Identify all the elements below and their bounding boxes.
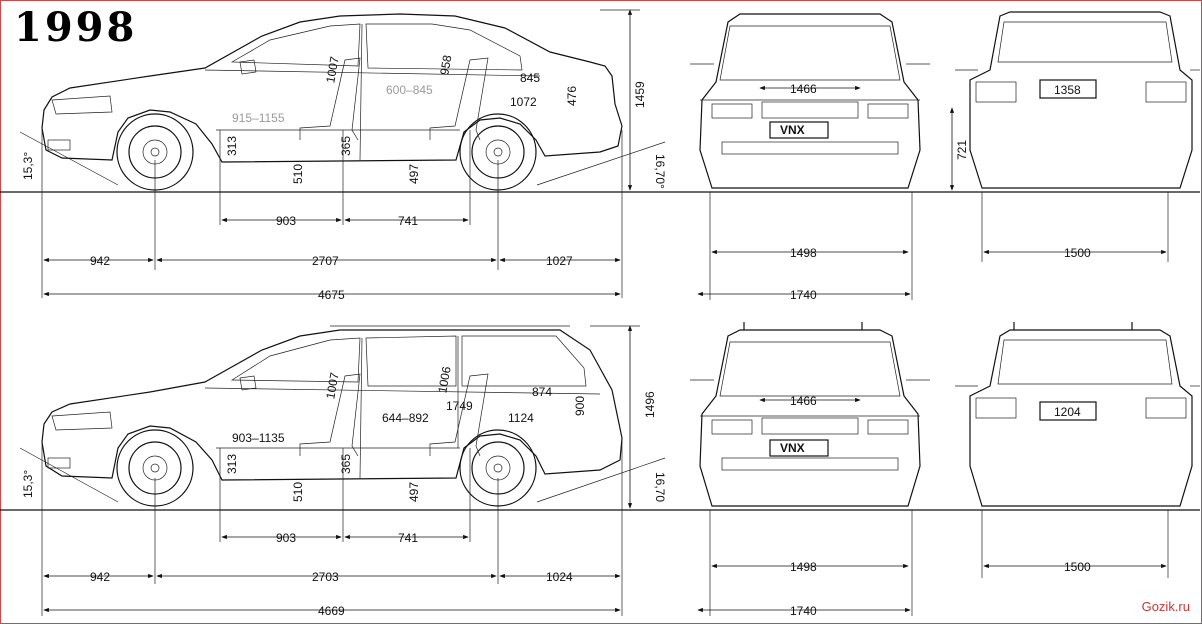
wagon-rear-left-lamp [975, 397, 1017, 419]
wagon-seat-height-front: 313 [225, 454, 239, 474]
sedan-trunk-width: 845 [520, 71, 540, 85]
sedan-front-seat [299, 57, 361, 141]
sedan-approach-angle: 15,3° [21, 152, 35, 180]
sedan-rear-view: 1358 721 1500 [949, 11, 1200, 262]
sedan-rear-track-inner: 1358 [1054, 83, 1081, 97]
wagon-rear-window [365, 335, 457, 387]
wagon-front-seat [299, 373, 361, 457]
wagon-front-overhang: 942 [90, 570, 110, 584]
sedan-rear-height: 721 [955, 140, 969, 160]
wagon-front-view: VNX 1466 1498 1740 [690, 322, 930, 618]
sedan-plate-text: VNX [780, 123, 805, 137]
wagon-floor-rear: 497 [407, 482, 421, 502]
wagon-rear-plate [1039, 401, 1097, 421]
sedan-front-view: VNX 1466 1498 1740 [690, 13, 930, 302]
wagon-foglight [47, 457, 71, 469]
sedan-seat-height-rear: 365 [339, 136, 353, 156]
sedan-body-outline [41, 13, 623, 163]
wagon-headlight [51, 411, 113, 431]
wagon-rear-right-lamp [1145, 397, 1187, 419]
sedan-rear-legroom: 741 [398, 214, 418, 228]
sedan-foglight [47, 139, 71, 151]
sedan-rear-seat [429, 57, 489, 141]
sedan-front-seat-adjust: 915–1155 [232, 111, 285, 125]
wagon-front-plate [769, 439, 829, 457]
sedan-floor-rear: 497 [407, 164, 421, 184]
sedan-floor-front: 510 [291, 164, 305, 184]
wagon-cargo-height: 900 [573, 396, 587, 416]
wagon-rear-knee: 644–892 [382, 411, 429, 425]
sedan-seat-height-front: 313 [225, 136, 239, 156]
wagon-cargo-width: 874 [532, 385, 552, 399]
wagon-front-headroom: 1007 [323, 371, 341, 400]
wagon-cargo-window [461, 335, 587, 387]
sedan-rear-overhang: 1027 [546, 254, 573, 268]
sedan-front-plate [769, 121, 829, 139]
sedan-trunk-height: 476 [565, 86, 579, 106]
sedan-width: 1740 [790, 288, 817, 302]
watermark-text: Gozik.ru [1141, 599, 1190, 614]
sedan-length: 4675 [318, 288, 345, 302]
wagon-rear-track-lower: 1500 [1064, 560, 1091, 574]
wagon-body-outline [41, 329, 623, 481]
sedan-rear-window [365, 23, 523, 71]
sedan-front-track: 1466 [790, 82, 817, 96]
wagon-side-view: 1496 903 741 942 2703 1024 4669 15,3° 16… [0, 325, 1200, 618]
wagon-front-track: 1466 [790, 394, 817, 408]
sedan-rear-knee: 600–845 [386, 83, 433, 97]
sedan-wheelbase: 2707 [312, 254, 339, 268]
wagon-front-window [230, 337, 361, 383]
sedan-rear-track-lower: 1500 [1064, 246, 1091, 260]
sedan-front-left-lamp [711, 103, 753, 119]
wagon-cargo-length-full: 1749 [446, 399, 473, 413]
year-title: 1998 [14, 4, 138, 51]
sedan-rear-headroom: 958 [437, 54, 454, 76]
sedan-departure-angle: 16,70° [653, 154, 667, 189]
wagon-front-track-lower: 1498 [790, 560, 817, 574]
sedan-front-legroom: 903 [276, 214, 296, 228]
sedan-front-overhang: 942 [90, 254, 110, 268]
wagon-rear-legroom: 741 [398, 531, 418, 545]
wagon-seat-height-rear: 365 [339, 454, 353, 474]
wagon-departure-angle: 16,70 [653, 472, 667, 502]
wagon-rear-headroom: 1006 [435, 365, 453, 394]
wagon-front-right-lamp [867, 419, 909, 435]
wagon-rear-view: 1204 1500 [955, 322, 1200, 578]
sedan-rear-left-lamp [975, 81, 1017, 103]
sedan-headlight [51, 95, 113, 115]
wagon-cargo-length-rear: 1124 [508, 411, 534, 425]
wagon-height-label: 1496 [643, 391, 657, 418]
sedan-front-track-lower: 1498 [790, 246, 817, 260]
sedan-front-headroom: 1007 [323, 55, 341, 84]
wagon-front-legroom: 903 [276, 531, 296, 545]
wagon-length: 4669 [318, 604, 345, 618]
wagon-mirror [239, 375, 257, 391]
sedan-trunk-length: 1072 [510, 95, 537, 109]
wagon-plate-text: VNX [780, 441, 805, 455]
wagon-width: 1740 [790, 604, 817, 618]
wagon-rear-track-inner: 1204 [1054, 405, 1081, 419]
wagon-rear-seat [429, 373, 489, 457]
wagon-front-seat-adjust: 903–1135 [232, 431, 285, 445]
sedan-rear-right-lamp [1145, 81, 1187, 103]
sedan-side-view: 1459 903 741 942 2707 1027 4675 15,3° 16… [0, 9, 1200, 302]
sedan-height-label: 1459 [633, 81, 647, 108]
wagon-approach-angle: 15,3° [21, 470, 35, 498]
wagon-rear-overhang: 1024 [546, 570, 573, 584]
wagon-front-left-lamp [711, 419, 753, 435]
sedan-rear-plate [1039, 79, 1097, 99]
wagon-wheelbase: 2703 [312, 570, 339, 584]
sedan-mirror [239, 59, 257, 75]
sedan-front-right-lamp [867, 103, 909, 119]
sedan-front-window [230, 23, 361, 67]
wagon-floor-front: 510 [291, 482, 305, 502]
